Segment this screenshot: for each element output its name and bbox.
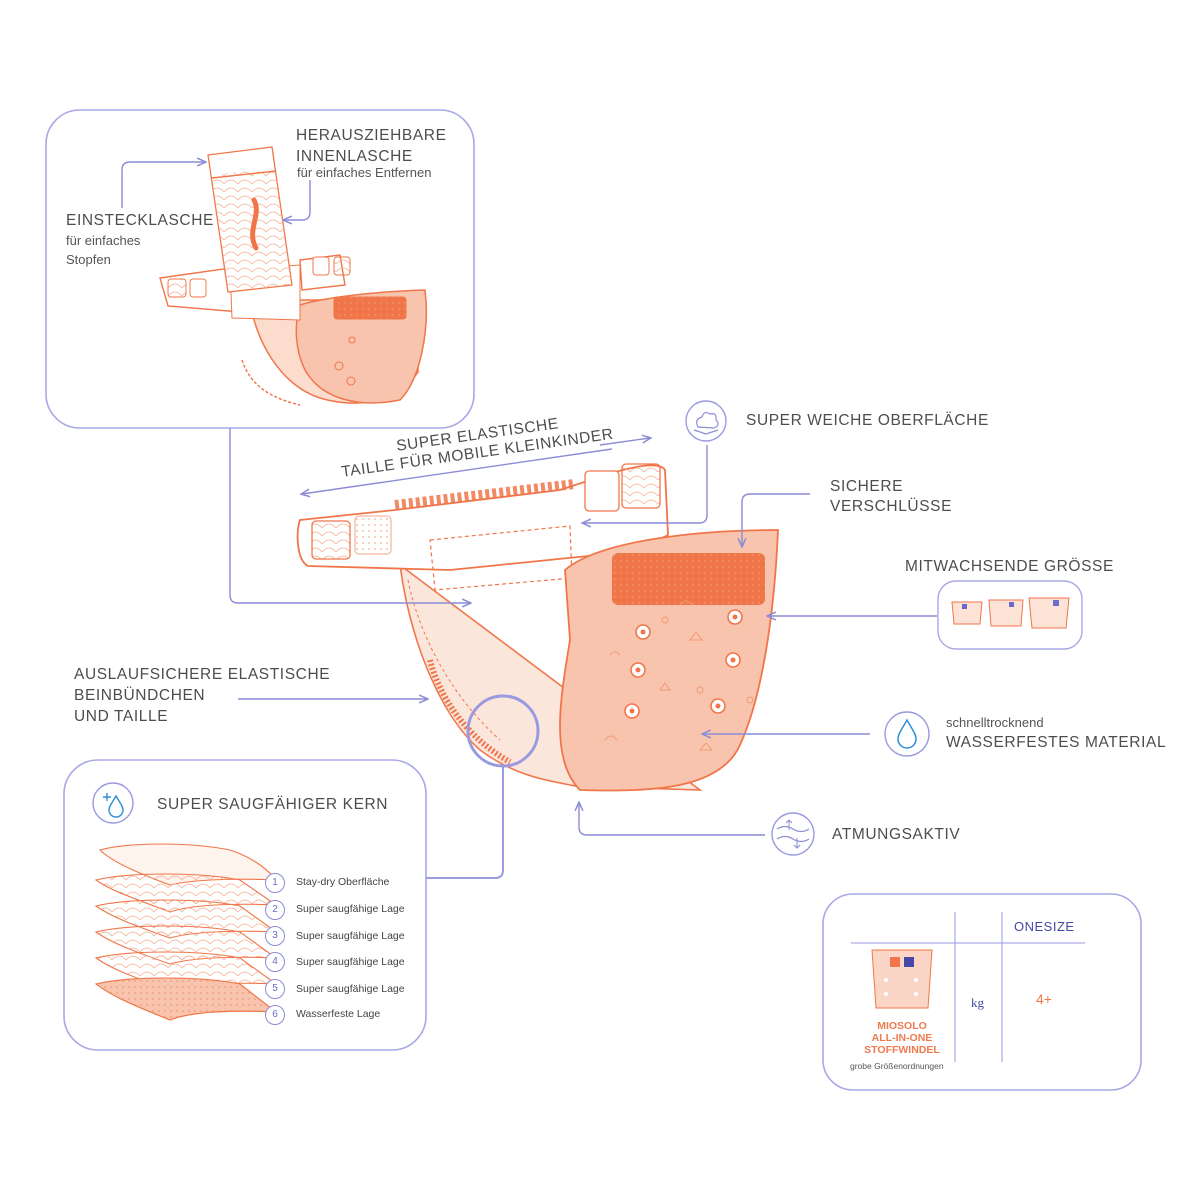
closures-label-1: SICHERE: [830, 478, 904, 495]
product-thumbnail: [871, 949, 933, 1009]
size-table-grid: [851, 912, 1085, 1062]
closures-label-2: VERSCHLÜSSE: [830, 498, 953, 515]
size-note: grobe Größenordnungen: [850, 1061, 944, 1071]
waterproof-label: WASSERFESTES MATERIAL: [946, 734, 1167, 751]
leak-label-1: AUSLAUFSICHERE ELASTISCHE: [74, 666, 331, 683]
inner-tab-panel: [45, 109, 475, 429]
layer-label: Super saugfähige Lage: [296, 983, 405, 995]
pull-out-title-2: INNENLASCHE: [296, 148, 413, 165]
size-value: 4+: [1036, 991, 1052, 1007]
soft-surface-icon: [685, 400, 727, 442]
layer-number: 3: [265, 926, 285, 946]
layer-label: Super saugfähige Lage: [296, 930, 405, 942]
soft-surface-label: SUPER WEICHE OBERFLÄCHE: [746, 412, 989, 429]
quick-dry-label: schnelltrocknend: [946, 715, 1044, 730]
absorbent-core-icon: [92, 782, 134, 824]
layer-number: 2: [265, 900, 285, 920]
size-thumbnails: [951, 597, 1070, 629]
layer-label: Super saugfähige Lage: [296, 903, 405, 915]
leak-label-3: UND TAILLE: [74, 708, 169, 725]
insert-title: EINSTECKLASCHE: [66, 212, 214, 229]
core-panel: [63, 759, 427, 1051]
core-title: SUPER SAUGFÄHIGER KERN: [157, 796, 389, 813]
layer-number: 1: [265, 873, 285, 893]
layer-number: 5: [265, 979, 285, 999]
arrow-einstecklasche: [121, 162, 205, 208]
leak-label-2: BEINBÜNDCHEN: [74, 687, 206, 704]
breathable-label: ATMUNGSAKTIV: [832, 826, 961, 843]
insert-subtitle-2: Stopfen: [66, 252, 111, 267]
product-name-2: ALL-IN-ONE: [871, 1032, 933, 1044]
main-diaper-illustration: [296, 463, 779, 792]
product-name-1: MIOSOLO: [877, 1020, 927, 1032]
arrow-innenlasche: [284, 180, 311, 220]
growing-size-panel: [937, 580, 1083, 650]
layer-label: Stay-dry Oberfläche: [296, 876, 390, 888]
insert-subtitle-1: für einfaches: [66, 233, 141, 248]
small-diaper-illustration: [159, 146, 428, 406]
layer-number: 4: [265, 952, 285, 972]
layer-number: 6: [265, 1005, 285, 1025]
pull-out-subtitle: für einfaches Entfernen: [297, 165, 432, 180]
core-layers: [94, 843, 278, 1021]
breathable-icon: [771, 812, 815, 856]
water-drop-icon: [884, 711, 930, 757]
layer-label: Super saugfähige Lage: [296, 956, 405, 968]
product-name-3: STOFFWINDEL: [864, 1044, 940, 1056]
size-header: ONESIZE: [1014, 919, 1075, 934]
growing-size-label: MITWACHSENDE GRÖSSE: [905, 558, 1114, 575]
size-unit: kg: [971, 995, 984, 1010]
layer-label: Wasserfeste Lage: [296, 1008, 381, 1020]
size-table-panel: [822, 893, 1142, 1091]
pull-out-title-1: HERAUSZIEHBARE: [296, 127, 447, 144]
